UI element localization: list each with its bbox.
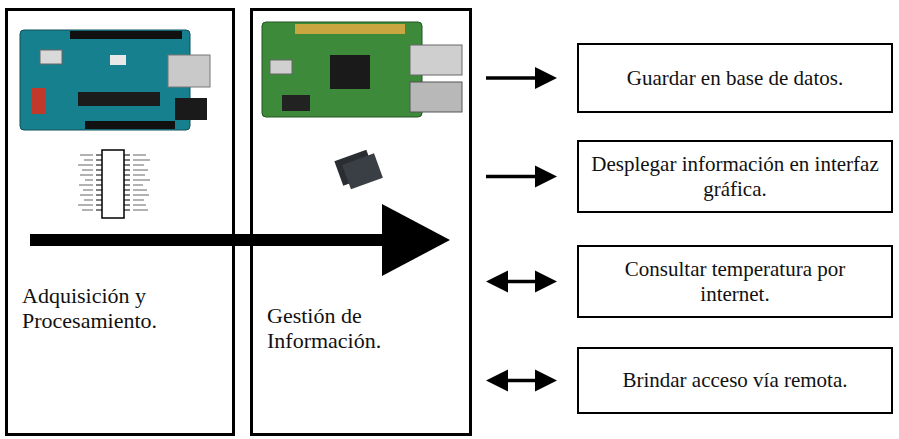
chip-pinout	[78, 150, 150, 218]
ic-pins	[96, 155, 130, 210]
small-chip	[334, 148, 383, 192]
process-box: Desplegar información en interfaz gráfic…	[577, 140, 893, 213]
soc-chip	[330, 55, 370, 89]
connector-arrow	[486, 370, 557, 392]
arrowhead	[535, 370, 557, 392]
gpio-header	[295, 24, 405, 34]
usb-port	[168, 55, 210, 87]
ic-body	[102, 150, 124, 218]
box-text: Gestión de Información.	[267, 303, 461, 354]
arrowhead	[535, 166, 557, 188]
connector-arrow	[486, 166, 557, 188]
box-text: Adquisición y Procesamiento.	[22, 283, 224, 334]
box-text: Consultar temperatura por internet.	[605, 257, 865, 305]
pin-header	[85, 121, 175, 129]
process-box: Consultar temperatura por internet.	[577, 245, 893, 318]
arrow-shaft	[486, 76, 536, 80]
connector-arrow	[486, 67, 557, 89]
arduino-board	[20, 30, 210, 130]
hdmi-port	[270, 60, 292, 74]
box-text: Brindar acceso vía remota.	[622, 368, 847, 392]
mcu-chip	[78, 92, 160, 106]
pin-header	[70, 31, 182, 39]
arrowhead	[535, 67, 557, 89]
power-jack	[175, 98, 207, 120]
arrow-shaft	[507, 280, 536, 284]
reset-button	[40, 50, 62, 64]
arrow-shaft	[486, 175, 536, 179]
raspberry-pi-board	[262, 22, 462, 117]
box-text: Desplegar información en interfaz gráfic…	[591, 152, 879, 200]
arrowhead	[382, 204, 450, 276]
stage-box: Adquisición y Procesamiento.	[5, 8, 235, 436]
usb-ports	[410, 45, 462, 75]
chip-piece	[342, 153, 383, 189]
capacitor	[32, 88, 46, 114]
connector-arrow	[486, 271, 557, 293]
board-pcb	[20, 30, 190, 130]
ethernet-port	[410, 82, 462, 112]
stage-box: Gestión de Información.	[250, 8, 472, 436]
arrow-shaft	[30, 234, 383, 246]
board-pcb	[262, 22, 422, 117]
flow-arrow	[30, 204, 450, 276]
box-text: Guardar en base de datos.	[627, 66, 843, 90]
crystal	[110, 55, 126, 65]
pin-label-marks	[78, 155, 150, 210]
arrow-shaft	[507, 379, 536, 383]
audio-jack	[282, 95, 310, 111]
process-box: Brindar acceso vía remota.	[577, 347, 893, 414]
arrowhead	[535, 271, 557, 293]
arrowhead	[486, 271, 508, 293]
process-box: Guardar en base de datos.	[577, 43, 893, 113]
arrowhead	[486, 370, 508, 392]
